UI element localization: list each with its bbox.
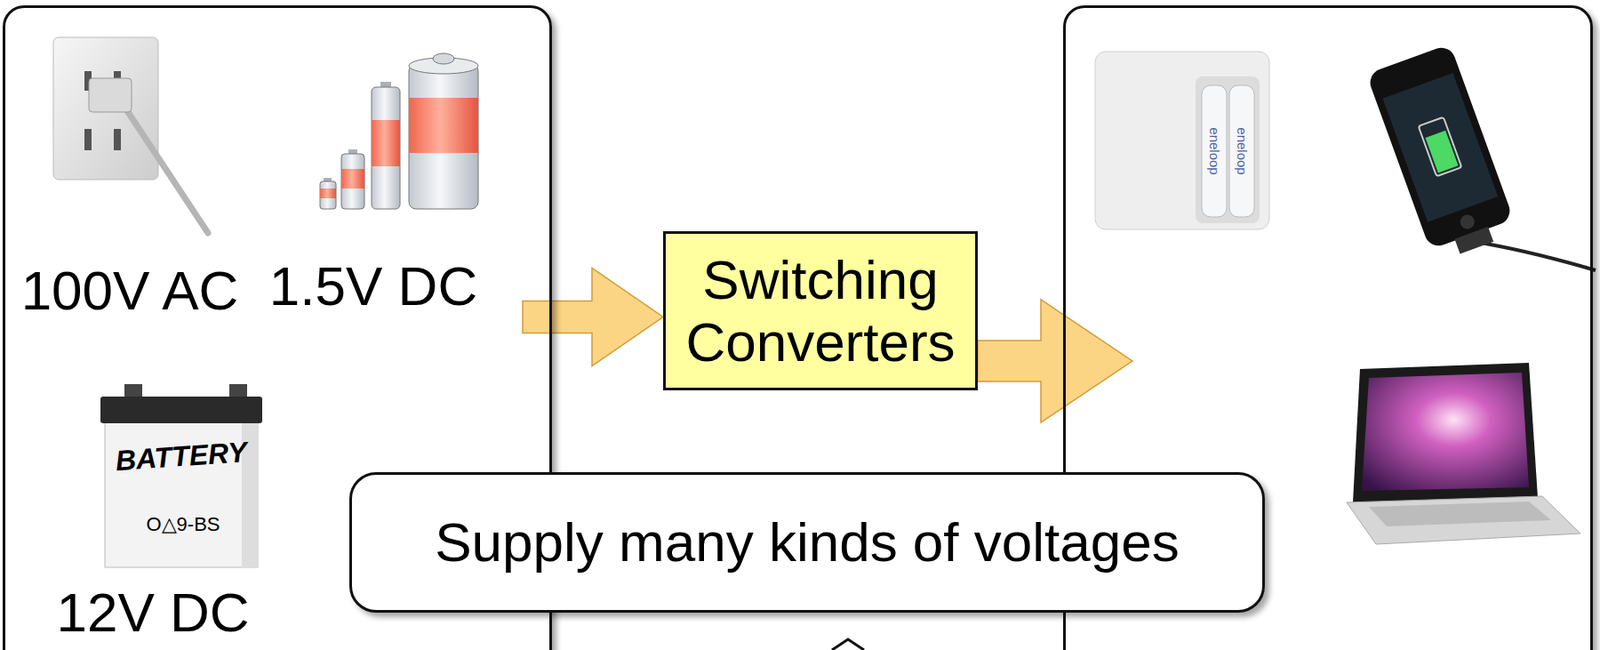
cell-print: eneloop	[1234, 127, 1250, 175]
cell-band	[341, 168, 365, 189]
cell-body	[371, 87, 400, 209]
cell-band	[408, 97, 479, 153]
phone-cable	[1475, 241, 1596, 271]
battery-terminal	[229, 384, 248, 399]
outlet-plate	[53, 37, 159, 180]
charger-cell	[1229, 85, 1255, 217]
source-label: 100V AC	[21, 259, 240, 321]
callout-text: Supply many kinds of voltages	[434, 511, 1179, 573]
plug-body	[88, 78, 132, 112]
block-arrow	[977, 299, 1133, 423]
cell-body	[341, 153, 365, 209]
callout-box: Supply many kinds of voltages	[349, 472, 1265, 613]
source-label: 12V DC	[56, 581, 249, 643]
cell-band	[371, 120, 400, 167]
dry-cells	[320, 53, 479, 209]
battery-print: BATTERY	[114, 436, 248, 478]
car-battery	[100, 384, 263, 568]
smartphone	[1366, 43, 1519, 264]
battery-print: O△9-BS	[145, 513, 220, 536]
laptop-display	[1361, 372, 1529, 491]
cell-body	[320, 181, 336, 209]
charger-slot	[1195, 76, 1260, 224]
laptop-base	[1346, 496, 1581, 544]
cell-band	[320, 188, 336, 199]
battery-level	[1425, 130, 1459, 174]
laptop-lid	[1352, 362, 1538, 503]
phone-screen	[1383, 72, 1499, 223]
wall-outlet	[53, 37, 208, 233]
laptop	[1346, 362, 1581, 544]
bubble-pointer	[832, 639, 864, 650]
process-label: Switching Converters	[674, 248, 967, 373]
home-button	[1458, 212, 1478, 232]
cell-body	[408, 64, 479, 209]
battery-terminal	[124, 384, 143, 399]
charger-cell	[1201, 85, 1227, 217]
battery-case	[104, 416, 258, 568]
charger-body	[1095, 51, 1270, 230]
battery-charger	[1095, 51, 1270, 230]
laptop-keyboard	[1368, 501, 1552, 527]
process-box: Switching Converters	[663, 231, 978, 391]
cell-nub	[432, 53, 455, 64]
socket-slot	[113, 128, 121, 151]
phone-body	[1366, 43, 1514, 250]
battery-icon	[1418, 117, 1463, 177]
plug-cord	[124, 106, 208, 233]
block-arrow	[522, 268, 664, 367]
battery-lid	[100, 396, 263, 424]
cell-print: eneloop	[1207, 127, 1223, 175]
dock-plug	[1454, 226, 1494, 255]
source-label: 1.5V DC	[269, 255, 478, 317]
socket-slot	[84, 128, 92, 151]
